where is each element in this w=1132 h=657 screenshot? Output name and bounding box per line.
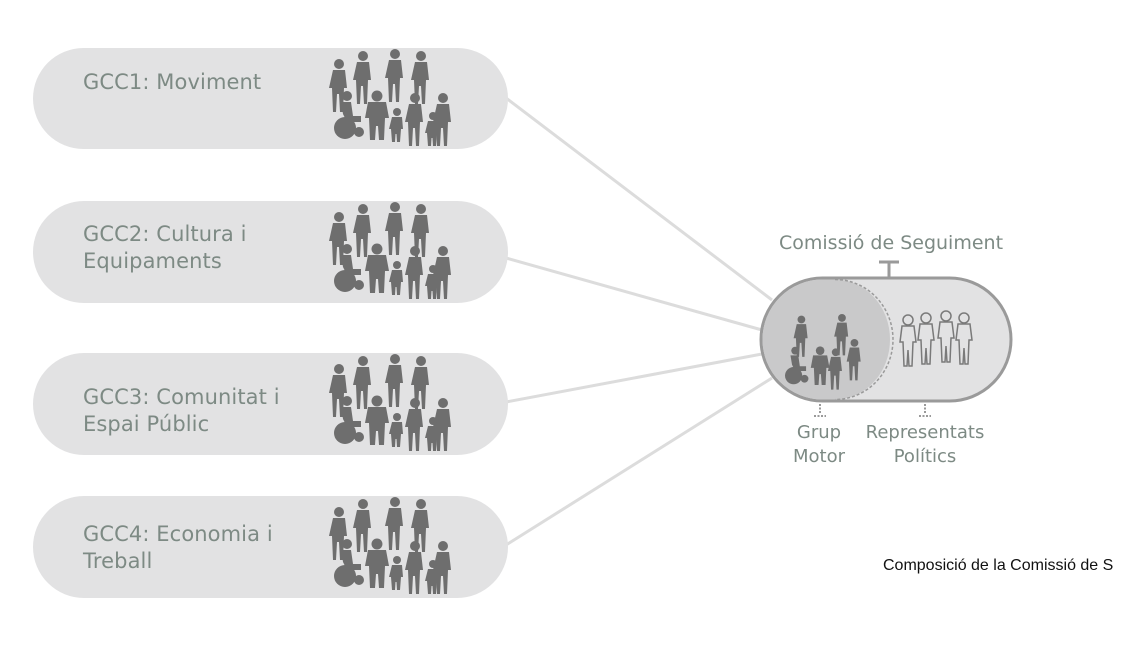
figure-caption: Composició de la Comissió de S xyxy=(883,557,1114,574)
grup-motor-label: Grup Motor xyxy=(792,422,845,467)
representats-politics-label: Representats Polítics xyxy=(865,422,985,467)
commission-node xyxy=(759,260,1013,417)
group-pill-gcc4 xyxy=(33,496,508,598)
connector-gcc2 xyxy=(505,256,763,332)
group-pill-gcc3 xyxy=(33,353,508,455)
commission-title: Comissió de Seguiment xyxy=(779,232,1004,254)
commission-bracket xyxy=(879,260,899,278)
group-label-gcc1: GCC1: Moviment xyxy=(83,70,262,94)
connector-gcc1 xyxy=(505,96,773,302)
group-pill-gcc1 xyxy=(33,48,508,149)
connector-gcc4 xyxy=(505,376,773,547)
group-label-gcc3: GCC3: Comunitat i Espai Públic xyxy=(83,385,280,436)
group-label-gcc2: GCC2: Cultura i Equipaments xyxy=(83,222,247,273)
grup-motor-area xyxy=(762,279,890,400)
group-pill-gcc2 xyxy=(33,201,508,303)
connectors xyxy=(505,96,773,547)
connector-gcc3 xyxy=(505,352,763,404)
group-label-gcc4: GCC4: Economia i Treball xyxy=(83,522,273,573)
